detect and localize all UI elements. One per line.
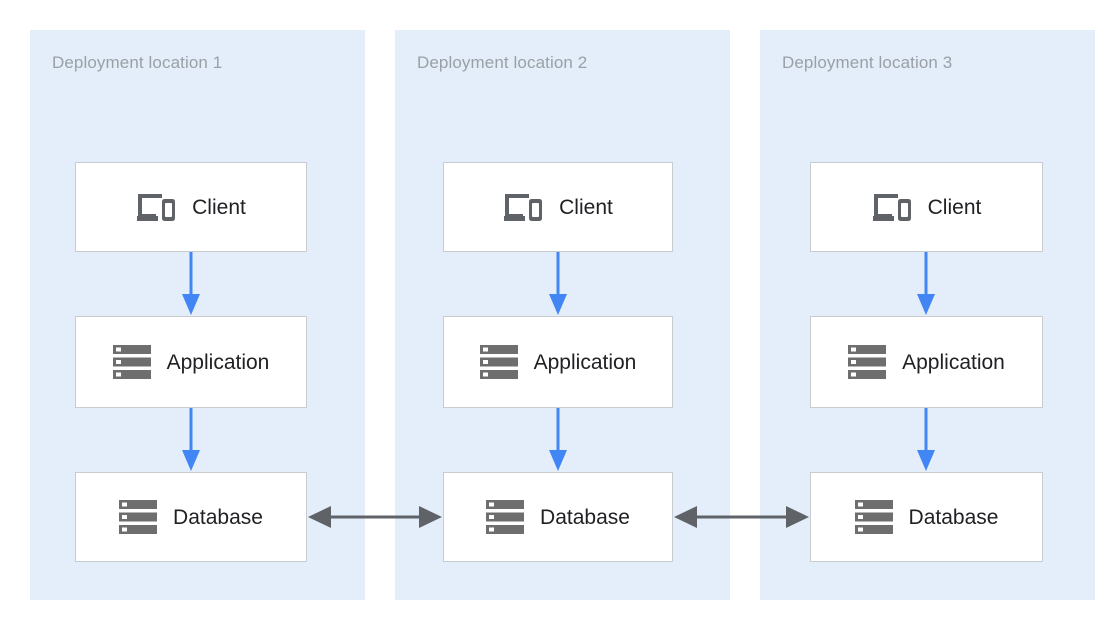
arrow-client-to-application-3 <box>915 252 937 316</box>
arrow-client-to-application-2 <box>547 252 569 316</box>
node-application-1[interactable]: Application <box>75 316 307 408</box>
node-database-1-label: Database <box>173 505 263 529</box>
server-icon <box>486 500 525 534</box>
server-icon <box>854 500 893 534</box>
node-application-2[interactable]: Application <box>443 316 673 408</box>
server-icon <box>848 345 887 379</box>
arrow-application-to-database-3 <box>915 408 937 472</box>
node-application-3-label: Application <box>902 350 1005 374</box>
devices-icon <box>503 191 543 224</box>
server-icon <box>119 500 158 534</box>
server-icon <box>112 345 151 379</box>
devices-icon <box>136 191 176 224</box>
node-client-1-label: Client <box>192 195 246 219</box>
node-client-2[interactable]: Client <box>443 162 673 252</box>
node-database-1[interactable]: Database <box>75 472 307 562</box>
arrow-client-to-application-1 <box>180 252 202 316</box>
node-database-2[interactable]: Database <box>443 472 673 562</box>
arrow-database-2-to-database-3 <box>673 500 810 534</box>
node-database-3-label: Database <box>908 505 999 529</box>
arrow-application-to-database-1 <box>180 408 202 472</box>
server-icon <box>479 345 518 379</box>
deployment-location-1-title: Deployment location 1 <box>52 53 223 72</box>
node-application-3[interactable]: Application <box>810 316 1043 408</box>
node-client-3-label: Client <box>927 195 982 219</box>
node-application-2-label: Application <box>533 350 637 374</box>
node-client-3[interactable]: Client <box>810 162 1043 252</box>
node-application-1-label: Application <box>166 350 270 374</box>
deployment-location-2-title: Deployment location 2 <box>417 53 588 72</box>
arrow-application-to-database-2 <box>547 408 569 472</box>
arrow-database-1-to-database-2 <box>307 500 443 534</box>
node-client-1[interactable]: Client <box>75 162 307 252</box>
node-client-2-label: Client <box>559 195 613 219</box>
node-database-3[interactable]: Database <box>810 472 1043 562</box>
node-database-2-label: Database <box>540 505 630 529</box>
devices-icon <box>872 191 912 224</box>
deployment-location-3-title: Deployment location 3 <box>782 53 953 72</box>
